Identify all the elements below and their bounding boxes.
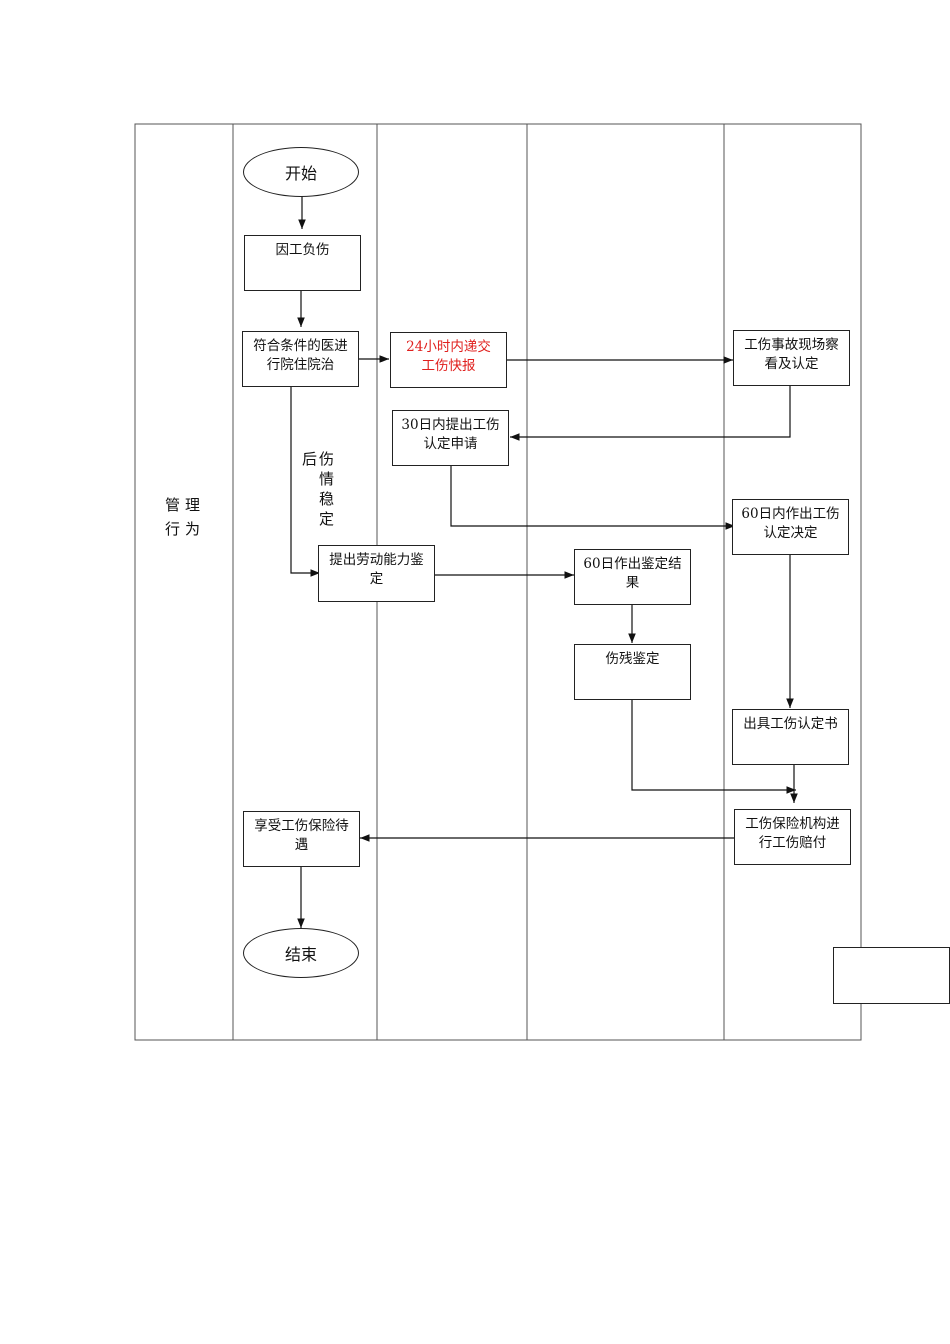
labor-appraisal-node: 提出劳动能力鉴定 [318, 545, 435, 602]
disability-node: 伤残鉴定 [574, 644, 691, 700]
lane-label: 管理行为 [164, 496, 205, 538]
arrow-apply-to-decision [450, 466, 735, 530]
stable-label-col2: 伤 情 稳 定 [319, 449, 334, 529]
end-node: 结束 [243, 928, 359, 978]
arrow-treatment-to-appraisal [290, 387, 320, 577]
blank-node [833, 947, 950, 1004]
stable-label-char: 稳 [319, 490, 335, 508]
stable-label-char: 情 [319, 470, 335, 488]
benefits-node: 享受工伤保险待遇 [243, 811, 360, 867]
apply-30-node: 30日内提出工伤认定申请 [392, 410, 509, 466]
stable-label-char: 定 [319, 510, 335, 528]
injury-node: 因工负伤 [244, 235, 361, 291]
stable-label-char: 后 [302, 450, 318, 468]
quick-report-node: 24小时内递交工伤快报 [390, 332, 507, 388]
start-node: 开始 [243, 147, 359, 197]
arrow-inspection-to-apply [510, 386, 791, 441]
stable-label-char: 伤 [319, 450, 335, 468]
swimlane-frame [134, 123, 862, 1041]
arrow-disability-to-compensation [631, 700, 796, 794]
decision-60-node: 60日内作出工伤认定决定 [732, 499, 849, 555]
site-inspection-node: 工伤事故现场察看及认定 [733, 330, 850, 386]
stable-label-col1: 后 [302, 449, 317, 469]
treatment-node: 符合条件的医进行院住院治 [242, 331, 359, 387]
compensation-node: 工伤保险机构进行工伤赔付 [734, 809, 851, 865]
appraisal-result-node: 60日作出鉴定结果 [574, 549, 691, 605]
certificate-node: 出具工伤认定书 [732, 709, 849, 765]
